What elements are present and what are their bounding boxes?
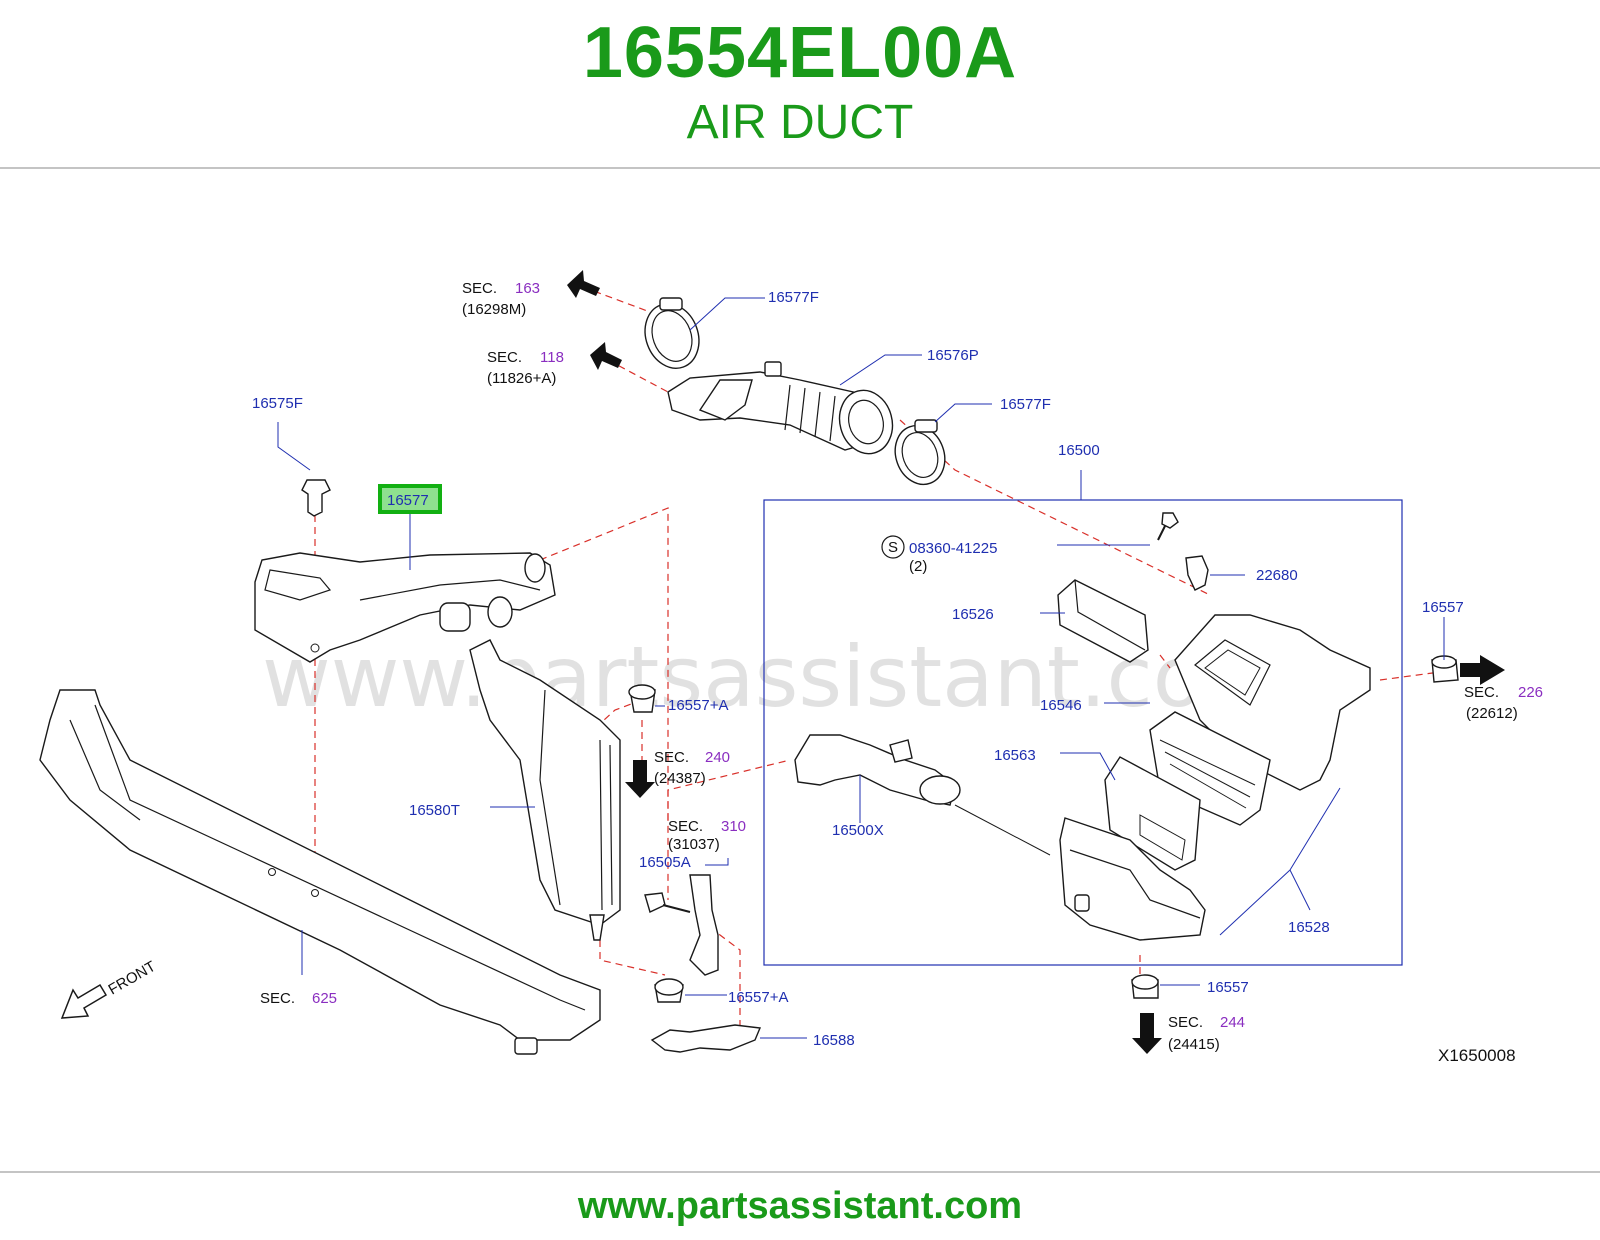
part-label-16500X[interactable]: 16500X <box>832 822 884 839</box>
part-label-16528[interactable]: 16528 <box>1288 919 1330 936</box>
sec-244-ref: (24415) <box>1168 1036 1220 1053</box>
part-label-16546[interactable]: 16546 <box>1040 697 1082 714</box>
part-label-16575F[interactable]: 16575F <box>252 395 303 412</box>
sec-118-label: SEC. <box>487 349 522 366</box>
part-label-16580T[interactable]: 16580T <box>409 802 460 819</box>
part-label-16500[interactable]: 16500 <box>1058 442 1100 459</box>
sec-240-number[interactable]: 240 <box>705 749 730 766</box>
resonator-16580T <box>469 639 621 941</box>
grommet-16557A-bottom <box>654 978 684 1003</box>
page-header: 16554EL00A AIR DUCT <box>0 0 1600 168</box>
sec-118-ref: (11826+A) <box>487 370 556 387</box>
part-label-16577F-top[interactable]: 16577F <box>768 289 819 306</box>
part-name-subtitle: AIR DUCT <box>686 96 914 149</box>
flow-arrows <box>567 270 1505 1054</box>
highlight-box-16577[interactable] <box>378 484 442 514</box>
duct-16500X <box>794 734 961 806</box>
part-label-16526[interactable]: 16526 <box>952 606 994 623</box>
part-label-22680[interactable]: 22680 <box>1256 567 1298 584</box>
sec-625-label: SEC. <box>260 990 295 1007</box>
front-label: FRONT <box>106 958 159 999</box>
sec-310-number[interactable]: 310 <box>721 818 746 835</box>
clamp-16577F-mid <box>894 419 946 486</box>
sec-226-label: SEC. <box>1464 684 1499 701</box>
sec-118-number[interactable]: 118 <box>540 349 564 366</box>
filter-16526 <box>1057 579 1149 663</box>
part-label-16557-bottom[interactable]: 16557 <box>1207 979 1249 996</box>
sec-163-ref: (16298M) <box>462 301 526 318</box>
sec-240-label: SEC. <box>654 749 689 766</box>
sec-240-ref: (24387) <box>654 770 706 787</box>
footer-divider <box>0 1171 1600 1173</box>
air-cleaner-lower-16528 <box>1059 817 1206 941</box>
bracket-16588 <box>650 1024 762 1053</box>
s-circle-label: S <box>888 539 898 556</box>
core-support-625 <box>39 689 601 1055</box>
sec-244-number[interactable]: 244 <box>1220 1014 1245 1031</box>
air-cleaner-group-box <box>763 499 1403 966</box>
part-label-16557-right[interactable]: 16557 <box>1422 599 1464 616</box>
sec-226-ref: (22612) <box>1466 705 1518 722</box>
part-label-16577F-mid[interactable]: 16577F <box>1000 396 1051 413</box>
part-label-16576P[interactable]: 16576P <box>927 347 979 364</box>
part-label-16588[interactable]: 16588 <box>813 1032 855 1049</box>
part-label-16577[interactable]: 16577 <box>387 492 429 509</box>
seal-16563 <box>1104 756 1201 871</box>
sec-310-ref: (31037) <box>668 836 720 853</box>
part-label-16557A-bottom[interactable]: 16557+A <box>728 989 788 1006</box>
footer-url[interactable]: www.partsassistant.com <box>577 1185 1023 1227</box>
sensor-22680 <box>1185 555 1209 591</box>
part-number-title: 16554EL00A <box>582 13 1018 93</box>
sec-226-number[interactable]: 226 <box>1518 684 1543 701</box>
part-label-16563[interactable]: 16563 <box>994 747 1036 764</box>
duct-centerline <box>954 804 1051 856</box>
sec-163-number[interactable]: 163 <box>515 280 540 297</box>
air-duct-16577 <box>254 552 556 663</box>
grommet-16557A-top <box>628 684 656 713</box>
hose-16576P <box>667 361 894 455</box>
leader-lines <box>277 297 1445 1039</box>
part-label-16557A-top[interactable]: 16557+A <box>668 697 728 714</box>
sec-244-label: SEC. <box>1168 1014 1203 1031</box>
sec-310-label: SEC. <box>668 818 703 835</box>
grommet-16557-right <box>1431 655 1459 683</box>
bolt-08360 <box>1157 512 1179 541</box>
sec-163-label: SEC. <box>462 280 497 297</box>
clamp-16577F-top <box>644 297 700 369</box>
header-divider <box>0 167 1600 169</box>
part-qty-08360: (2) <box>909 558 927 575</box>
part-label-08360-41225[interactable]: 08360-41225 <box>909 540 997 557</box>
diagram-code: X1650008 <box>1438 1046 1516 1065</box>
bracket-16505A <box>644 874 719 976</box>
grommet-16557-bottom <box>1131 974 1159 999</box>
clip-16575F <box>301 479 331 517</box>
s-circle-icon <box>881 535 905 559</box>
front-arrow-icon <box>60 983 108 1019</box>
sec-625-number[interactable]: 625 <box>312 990 337 1007</box>
part-label-16505A[interactable]: 16505A <box>639 854 691 871</box>
